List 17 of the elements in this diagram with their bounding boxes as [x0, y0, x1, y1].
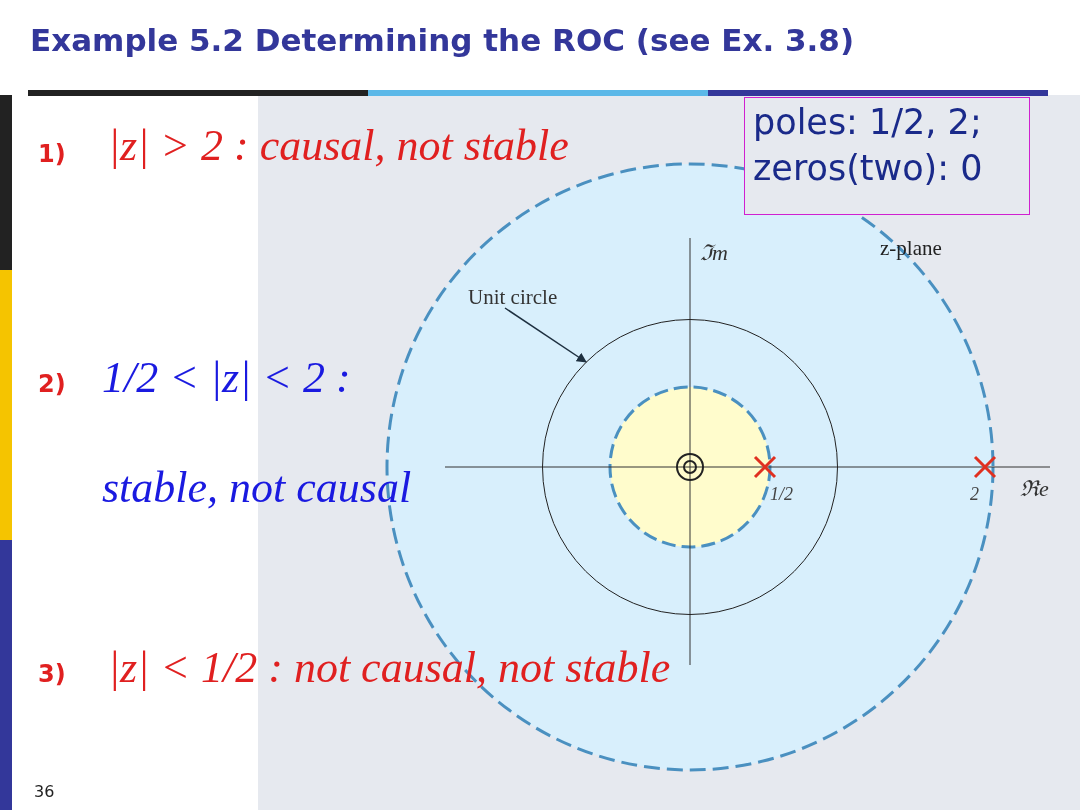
axis-label: ℜe: [1020, 475, 1049, 502]
condition-text: 1/2 < |z| < 2 :: [102, 352, 351, 403]
slide-title: Example 5.2 Determining the ROC (see Ex. 3.8): [30, 22, 855, 58]
item-number: 2): [38, 370, 66, 398]
leader-line: [504, 307, 587, 363]
axis-tick-label: 2: [970, 484, 979, 505]
condition-text: |z| < 1/2 : not causal, not stable: [108, 642, 671, 693]
axis-label: ℑm: [700, 239, 728, 266]
item-number: 3): [38, 660, 66, 688]
condition-text: |z| > 2 : causal, not stable: [108, 120, 569, 171]
page-number: 36: [34, 782, 55, 801]
condition-text: stable, not causal: [102, 462, 412, 513]
callout-label: Unit circle: [468, 285, 558, 310]
plane-label: z-plane: [880, 236, 942, 261]
item-number: 1): [38, 140, 66, 168]
info-box: poles: 1/2, 2; zeros(two): 0: [744, 97, 1030, 215]
axis-tick-label: 1/2: [770, 484, 793, 505]
